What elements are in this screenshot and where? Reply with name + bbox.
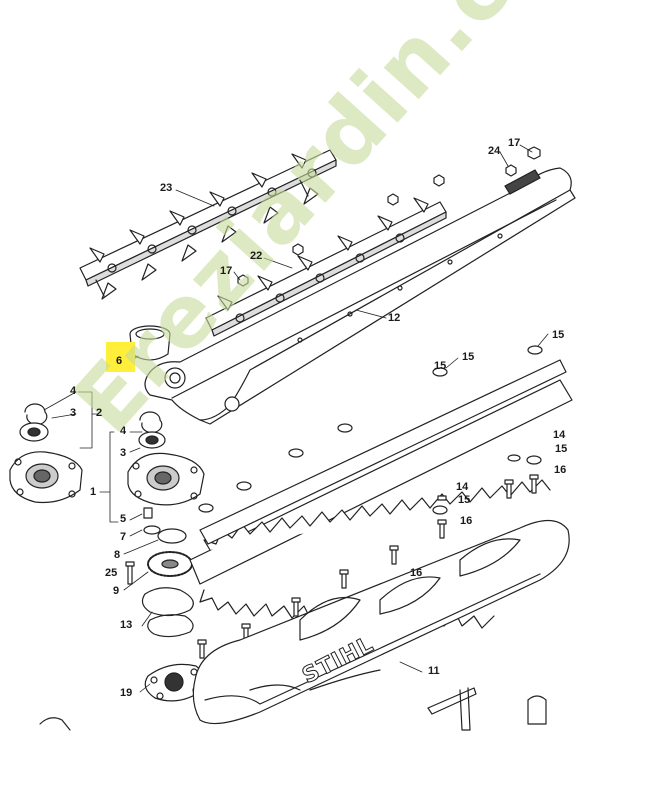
callout-3[interactable]: 3	[70, 407, 77, 419]
grease-tube	[527, 695, 547, 725]
bearing-3-mid	[138, 431, 166, 449]
callout-14[interactable]: 14	[456, 481, 469, 493]
callout-12[interactable]: 12	[388, 312, 401, 324]
gear-housing-1	[127, 452, 205, 506]
corner-part	[39, 717, 71, 731]
blade-guard-11	[192, 519, 570, 725]
nut-17-top	[527, 146, 541, 160]
nut-24	[505, 164, 517, 177]
callout-15[interactable]: 15	[458, 494, 471, 506]
disc-8	[157, 528, 187, 544]
screw-25	[125, 561, 135, 585]
cup-6	[129, 325, 171, 361]
callout-15[interactable]: 15	[552, 329, 565, 341]
callout-1[interactable]: 1	[90, 486, 97, 498]
callout-19[interactable]: 19	[120, 687, 133, 699]
callout-4[interactable]: 4	[70, 385, 77, 397]
t-wrench	[427, 687, 477, 731]
callout-6[interactable]: 6	[116, 355, 123, 367]
callout-15[interactable]: 15	[434, 360, 447, 372]
circlip-4	[24, 403, 48, 426]
callout-25[interactable]: 25	[105, 567, 118, 579]
callout-11[interactable]: 11	[428, 665, 440, 677]
gasket-13	[141, 587, 194, 638]
washers-15	[198, 345, 543, 515]
callout-24[interactable]: 24	[488, 145, 501, 157]
callout-16[interactable]: 16	[460, 515, 473, 527]
washer-7	[143, 525, 161, 535]
callout-17[interactable]: 17	[508, 137, 521, 149]
callout-5[interactable]: 5	[120, 513, 127, 525]
callout-23[interactable]: 23	[160, 182, 173, 194]
callout-9[interactable]: 9	[113, 585, 120, 597]
gear-9	[147, 551, 193, 577]
cover-plate-19	[144, 663, 205, 702]
gear-housing-2	[9, 451, 83, 504]
callout-22[interactable]: 22	[250, 250, 263, 262]
cutter-guide-23	[79, 149, 337, 300]
callout-3[interactable]: 3	[120, 447, 127, 459]
nut-17-left	[237, 274, 249, 287]
callout-14[interactable]: 14	[553, 429, 566, 441]
circlip-4-mid	[139, 411, 163, 434]
callout-15[interactable]: 15	[462, 351, 475, 363]
callout-13[interactable]: 13	[120, 619, 133, 631]
highlight-marker	[106, 342, 135, 372]
callout-7[interactable]: 7	[120, 531, 127, 543]
callout-17[interactable]: 17	[220, 265, 233, 277]
callout-8[interactable]: 8	[114, 549, 121, 561]
callout-16[interactable]: 16	[410, 567, 423, 579]
bearing-3	[19, 422, 49, 442]
guide-frame-12	[144, 167, 576, 425]
callout-2[interactable]: 2	[96, 407, 103, 419]
callout-15[interactable]: 15	[555, 443, 568, 455]
callout-16[interactable]: 16	[554, 464, 567, 476]
leader-lines	[43, 144, 549, 693]
callout-4[interactable]: 4	[120, 425, 127, 437]
pin-5	[143, 507, 153, 519]
screws-16	[197, 474, 539, 659]
nuts-row	[292, 174, 445, 256]
cutter-blade	[189, 359, 573, 629]
